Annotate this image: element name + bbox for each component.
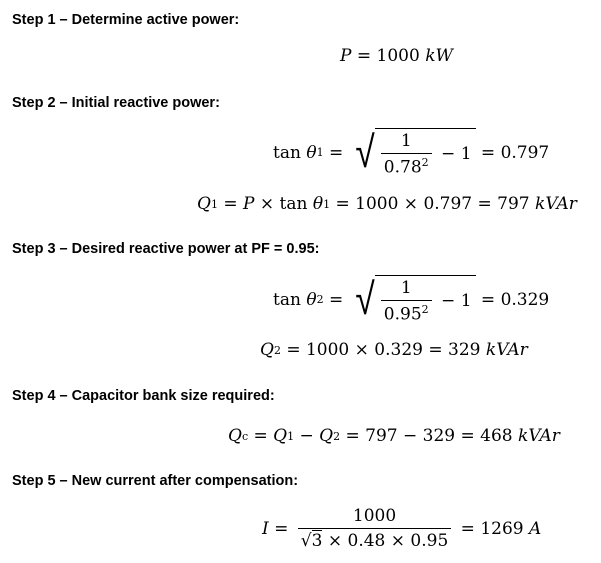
result: = 797 − 329 = 468 [340, 426, 519, 446]
den-rest: × 0.48 × 0.95 [322, 531, 449, 551]
step-2-heading: Step 2 – Initial reactive power: [12, 95, 220, 111]
den-base: 0.78 [383, 157, 422, 178]
result: = 1269 [455, 518, 529, 539]
i: I [262, 518, 269, 539]
q: Q [260, 340, 274, 360]
denominator: 0.952 [380, 300, 432, 325]
denominator: 0.782 [380, 153, 432, 178]
theta: θ [306, 142, 317, 163]
sub: 2 [333, 429, 341, 443]
radical-icon: √ [355, 273, 375, 325]
sub: 1 [287, 429, 295, 443]
numerator: 1 [400, 278, 412, 298]
q: Q [197, 194, 211, 214]
unit: kVAr [518, 426, 560, 446]
fraction: 1000√3 × 0.48 × 0.95 [297, 506, 452, 551]
unit: kVAr [485, 340, 528, 360]
unit: A [529, 518, 542, 539]
times-tan: × tan [254, 194, 313, 214]
numerator: 1 [400, 131, 412, 151]
sub: 1 [210, 197, 218, 211]
minus-one: − 1 [435, 291, 472, 312]
equation-active-power: P = 1000 kW [340, 46, 453, 66]
equation-current: I = 1000√3 × 0.48 × 0.95 = 1269 A [262, 506, 541, 551]
sub: c [241, 429, 249, 443]
unit: kVAr [535, 194, 577, 214]
den-base: 0.95 [383, 304, 422, 325]
result: = 1000 × 0.797 = 797 [330, 194, 536, 214]
q: Q [228, 426, 242, 446]
p: P [243, 194, 255, 214]
equals: = [217, 194, 243, 214]
minus-one: − 1 [435, 144, 472, 165]
sub: 1 [316, 146, 324, 160]
equals: = [323, 142, 349, 163]
var-p: P [340, 46, 352, 66]
den-pow: 2 [421, 156, 429, 169]
equals: = [323, 289, 349, 310]
equals: = [248, 426, 274, 446]
step-4-heading: Step 4 – Capacitor bank size required: [12, 388, 275, 404]
minus: − [294, 426, 320, 446]
radical-icon: √ [300, 531, 312, 551]
value: = 1000 [351, 46, 426, 66]
step-3-heading: Step 3 – Desired reactive power at PF = … [12, 241, 320, 257]
sub: 2 [273, 343, 281, 357]
root: 3 [311, 530, 323, 551]
result: = 0.329 [475, 289, 550, 310]
den-pow: 2 [421, 303, 429, 316]
theta: θ [312, 194, 324, 214]
step-1-heading: Step 1 – Determine active power: [12, 12, 240, 28]
sub: 1 [323, 197, 331, 211]
numerator: 1000 [352, 506, 397, 526]
unit: kW [425, 46, 453, 66]
step-5-heading: Step 5 – New current after compensation: [12, 473, 299, 489]
theta: θ [306, 289, 317, 310]
q2: Q [319, 426, 334, 446]
result: = 1000 × 0.329 = 329 [280, 340, 486, 360]
tan: tan [273, 142, 307, 163]
result: = 0.797 [475, 142, 550, 163]
tan: tan [273, 289, 307, 310]
denominator: √3 × 0.48 × 0.95 [297, 528, 452, 551]
equals: = [268, 518, 294, 539]
q1: Q [273, 426, 288, 446]
sub: 2 [316, 293, 324, 307]
radical-icon: √ [355, 126, 375, 178]
